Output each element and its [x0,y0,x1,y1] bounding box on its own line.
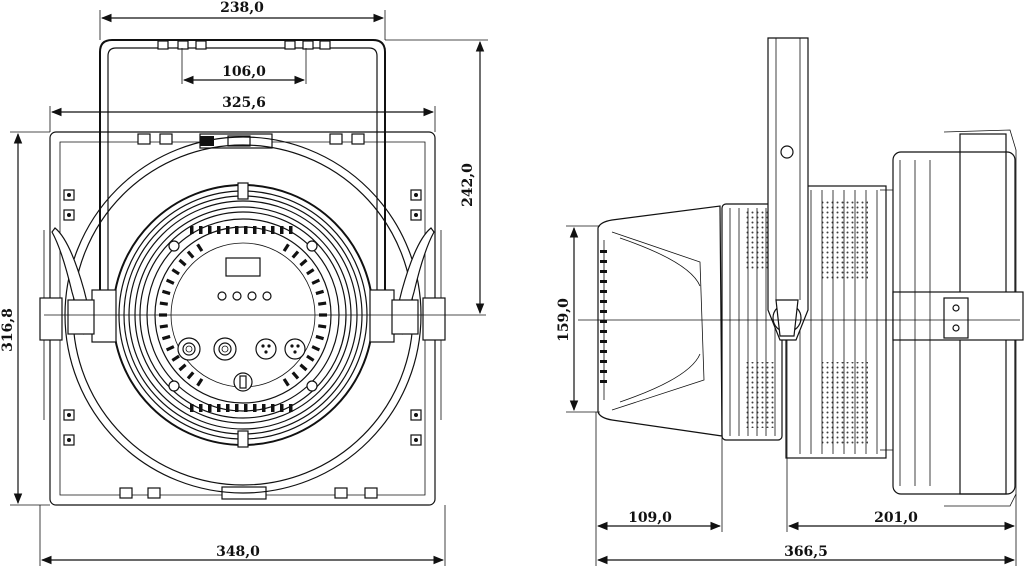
vent-slot [253,226,257,234]
vent-slot [165,278,175,285]
vent-slot [317,301,327,306]
vent-slot [280,226,284,234]
vent-slot [196,378,204,387]
vent-slot [217,226,221,234]
vent-slot [217,404,221,412]
dim-side-rear-depth: 201,0 [874,510,918,526]
vent-slot [306,268,315,276]
dim-side-total-depth: 366,5 [784,544,828,560]
dimension-lines [10,10,1017,566]
cone-slot [600,270,607,273]
cone-slot [600,330,607,333]
vent-slot [159,324,169,329]
cone-slot [600,380,607,383]
connectors [177,337,306,392]
vent-slot [282,243,290,252]
vent-slot [178,363,187,372]
cone-slot [600,260,607,263]
vent-slot [235,226,239,234]
vent-slot [186,250,195,259]
vent-slot [186,371,195,380]
cone-slot [600,250,607,253]
cone-slot [600,340,607,343]
cone-slot [600,320,607,323]
vent-slot [262,404,266,412]
vent-slot [235,404,239,412]
vent-slot [190,226,194,234]
vent-slot [271,226,275,234]
cone-slot [600,350,607,353]
vent-slot [291,250,300,259]
vent-slot [199,404,203,412]
vent-slot [289,404,293,412]
vent-slot [178,258,187,267]
vent-slot [199,226,203,234]
vent-slot [315,334,325,341]
dim-front-left-height: 316,8 [0,308,16,352]
vent-slot [208,404,212,412]
vent-slot [271,404,275,412]
cone-slot [600,310,607,313]
vent-slot [244,226,248,234]
cone-slot [600,290,607,293]
vent-slot [196,243,204,252]
vent-slot [161,289,171,296]
vent-slot [171,354,180,362]
dim-front-right-height: 242,0 [460,163,476,207]
vent-slot [159,301,169,306]
vent-slot [226,404,230,412]
dim-side-height: 159,0 [556,298,572,342]
cone-slot [600,280,607,283]
vent-slot [282,378,290,387]
vent-slot [306,354,315,362]
vent-slot [311,345,321,352]
front-view [39,39,486,506]
dim-front-inner-width: 106,0 [222,64,266,80]
lens-vents [600,250,607,383]
yoke-arm [767,37,809,341]
yoke-screws [157,40,331,50]
vent-slot [244,404,248,412]
control-buttons [217,291,272,301]
vent-slot [161,334,171,341]
vent-slot [171,268,180,276]
vent-slot [291,371,300,380]
vent-slot [315,289,325,296]
cone-slot [600,300,607,303]
cone-slot [600,370,607,373]
vent-slot [208,226,212,234]
dim-front-top-width: 238,0 [220,0,264,16]
vent-slot [190,404,194,412]
dim-side-front-depth: 109,0 [628,510,672,526]
vent-slot [311,278,321,285]
side-view [578,37,1024,507]
heatsink-fins [729,190,878,454]
dim-front-bottom-width: 348,0 [216,544,260,560]
display-panel [225,257,261,277]
cone-slot [600,360,607,363]
dim-front-mid-width: 325,6 [222,95,266,111]
vent-slot [280,404,284,412]
vent-slot [317,324,327,329]
vent-slot [299,363,308,372]
vent-slot [289,226,293,234]
frame-screws [63,133,422,499]
vent-slot [226,226,230,234]
yoke-bracket [99,39,386,300]
dimension-labels: 238,0 106,0 325,6 242,0 316,8 348,0 159,… [0,0,918,560]
vent-slot [299,258,308,267]
vent-slot [262,226,266,234]
vent-slot [165,345,175,352]
vent-slot [253,404,257,412]
vent-slots [159,226,327,412]
